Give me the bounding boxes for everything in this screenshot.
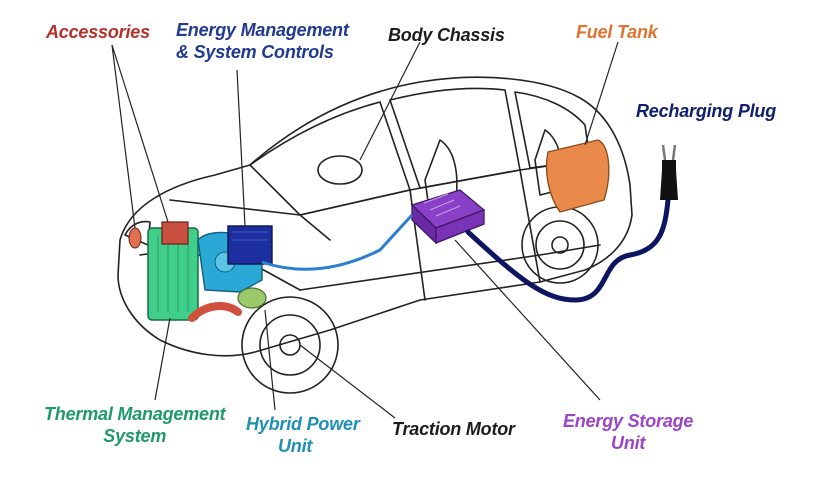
leader-thermal [154, 317, 171, 401]
label-energy-management: Energy Management & System Controls [176, 20, 349, 62]
power-line [261, 213, 414, 271]
leader-accessories [111, 44, 169, 229]
leader-energy-management [236, 69, 246, 227]
leader-traction-motor [299, 344, 396, 419]
coolant-pipe [188, 302, 242, 322]
label-accessories: Accessories [46, 22, 150, 42]
front-side-window [389, 87, 521, 189]
leader-fuel-tank [584, 41, 619, 146]
label-energy-storage-unit: Energy Storage Unit [563, 411, 694, 453]
headlight [124, 220, 151, 246]
label-traction-motor: Traction Motor [392, 419, 515, 439]
leader-body-chassis [359, 41, 421, 161]
label-fuel-tank: Fuel Tank [576, 22, 658, 42]
front-wheel [241, 296, 339, 394]
door-line-rear [519, 169, 541, 283]
energy-management-component [227, 225, 273, 265]
fuel-tank-component [545, 139, 610, 213]
hood-line [169, 199, 331, 241]
energy-storage-component [410, 189, 486, 245]
label-recharging-plug: Recharging Plug [636, 101, 777, 121]
leader-energy-storage [454, 239, 601, 401]
label-hybrid-power-unit: Hybrid Power Unit [246, 414, 360, 456]
plug-cable [465, 197, 671, 303]
leader-hybrid-power [264, 309, 276, 411]
steering-wheel [317, 155, 363, 185]
accessories-component [128, 221, 189, 249]
traction-motor-component [237, 287, 267, 309]
recharging-plug-component [660, 144, 678, 200]
windshield [249, 101, 411, 216]
label-body-chassis: Body Chassis [388, 25, 505, 45]
rocker-line [299, 244, 601, 291]
label-thermal-management: Thermal Management System [44, 404, 226, 446]
